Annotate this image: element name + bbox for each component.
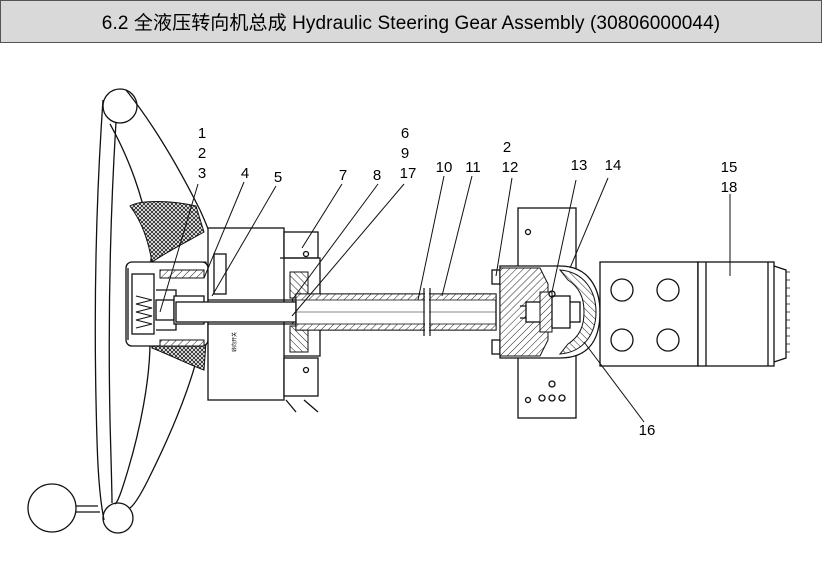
horn-spring xyxy=(135,295,153,329)
callout-12: 12 xyxy=(502,159,519,176)
callout-17: 17 xyxy=(400,165,417,182)
callout-11: 11 xyxy=(465,159,481,176)
callout-14: 14 xyxy=(605,157,622,174)
callout-1: 1 xyxy=(198,125,206,142)
wheel-bottom-knob xyxy=(27,483,77,533)
callout-16: 16 xyxy=(639,422,656,439)
callout-5: 5 xyxy=(274,169,282,186)
title-bar: 6.2 全液压转向机总成 Hydraulic Steering Gear Ass… xyxy=(0,0,822,43)
callout-2: 2 xyxy=(198,145,206,162)
nameplate-text: 转向开关 xyxy=(231,332,238,352)
callout-7: 7 xyxy=(339,167,347,184)
wheel-top-knob xyxy=(102,88,138,124)
callout-13: 13 xyxy=(571,157,588,174)
callout-3: 3 xyxy=(198,165,206,182)
hydraulic-motor-block xyxy=(599,261,790,367)
callout-6: 6 xyxy=(401,125,409,142)
callout-18: 18 xyxy=(721,179,738,196)
callout-4: 4 xyxy=(241,165,249,182)
steering-shaft xyxy=(175,288,497,336)
callout-15: 15 xyxy=(721,159,738,176)
steering-unit-body xyxy=(499,265,601,359)
callout-8: 8 xyxy=(373,167,381,184)
wheel-hub xyxy=(125,261,209,347)
wheel-bottom-small-knob xyxy=(102,502,134,534)
callout-10: 10 xyxy=(436,159,453,176)
page-title: 6.2 全液压转向机总成 Hydraulic Steering Gear Ass… xyxy=(101,13,721,34)
callout-9: 9 xyxy=(401,145,409,162)
leader-lines xyxy=(159,175,731,423)
callout-2b: 2 xyxy=(503,139,511,156)
